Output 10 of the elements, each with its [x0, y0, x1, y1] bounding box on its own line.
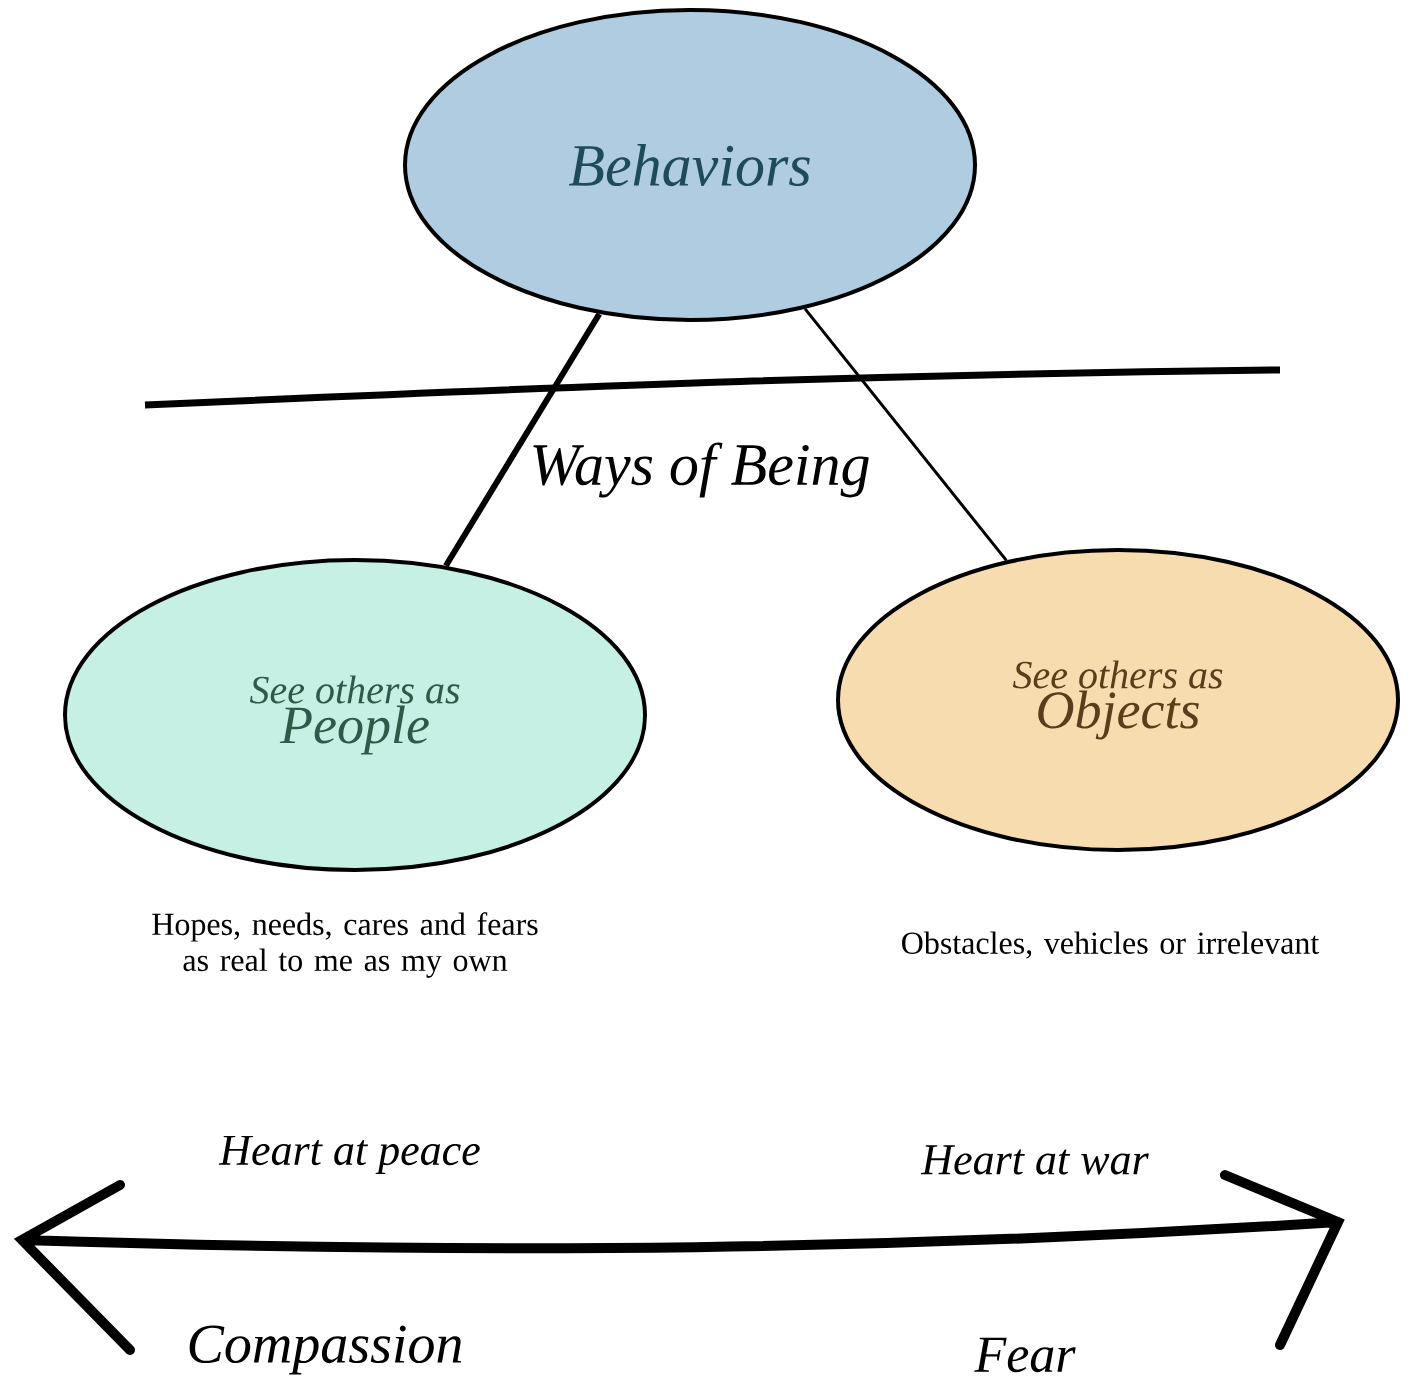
ellipse-node: Behaviors	[403, 8, 977, 322]
caption-text: Obstacles, vehicles or irrelevant	[902, 931, 1320, 959]
connector-line	[443, 312, 602, 568]
caption-text: Hopes, needs, cares and fears as real to me as my own	[152, 912, 538, 978]
script-label: Heart at peace	[218, 1135, 480, 1175]
ellipse-node: See others as People	[63, 558, 647, 872]
ellipse-node: See others as Objects	[836, 548, 1400, 852]
connector-line	[803, 307, 1008, 562]
script-label: Heart at war	[920, 1145, 1149, 1175]
script-label: Ways of Being	[533, 442, 869, 498]
